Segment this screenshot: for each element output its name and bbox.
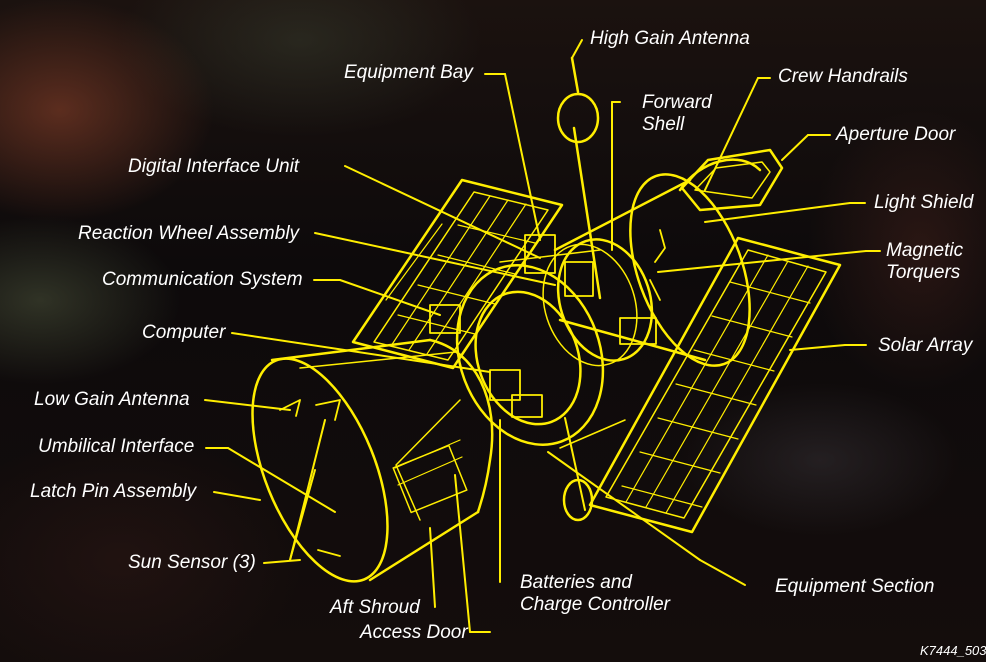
high-gain-antenna [556, 56, 602, 522]
label-high-gain-antenna: High Gain Antenna [590, 28, 750, 49]
left-solar-array [351, 178, 564, 370]
label-sun-sensor: Sun Sensor (3) [128, 552, 256, 573]
forward-shell [542, 238, 654, 367]
label-crew-handrails: Crew Handrails [778, 66, 908, 87]
label-latch-pin-assembly: Latch Pin Assembly [30, 481, 197, 502]
label-magnetic-torquers: Magnetic Torquers [886, 240, 964, 283]
right-solar-array [588, 236, 842, 534]
label-aft-shroud: Aft Shroud [330, 597, 420, 618]
label-light-shield: Light Shield [874, 192, 974, 213]
light-shield [553, 158, 762, 367]
label-equipment-bay: Equipment Bay [344, 62, 473, 83]
label-low-gain-antenna: Low Gain Antenna [34, 389, 190, 410]
equipment-bay-details [279, 229, 666, 557]
figure-id: K7444_503 [920, 643, 986, 658]
label-forward-shell: Forward Shell [642, 92, 712, 135]
label-communication-system: Communication System [102, 269, 303, 290]
leader-lines [204, 39, 881, 633]
label-computer: Computer [142, 322, 226, 343]
aperture-door [680, 148, 784, 212]
label-access-door: Access Door [360, 622, 468, 643]
label-aperture-door: Aperture Door [836, 124, 956, 145]
label-equipment-section: Equipment Section [775, 576, 935, 597]
label-digital-interface-unit: Digital Interface Unit [128, 156, 300, 177]
label-batteries-and-charge-controller: Batteries and Charge Controller [520, 572, 670, 615]
label-reaction-wheel-assembly: Reaction Wheel Assembly [78, 223, 300, 244]
label-solar-array: Solar Array [878, 335, 973, 356]
label-umbilical-interface: Umbilical Interface [38, 436, 195, 457]
